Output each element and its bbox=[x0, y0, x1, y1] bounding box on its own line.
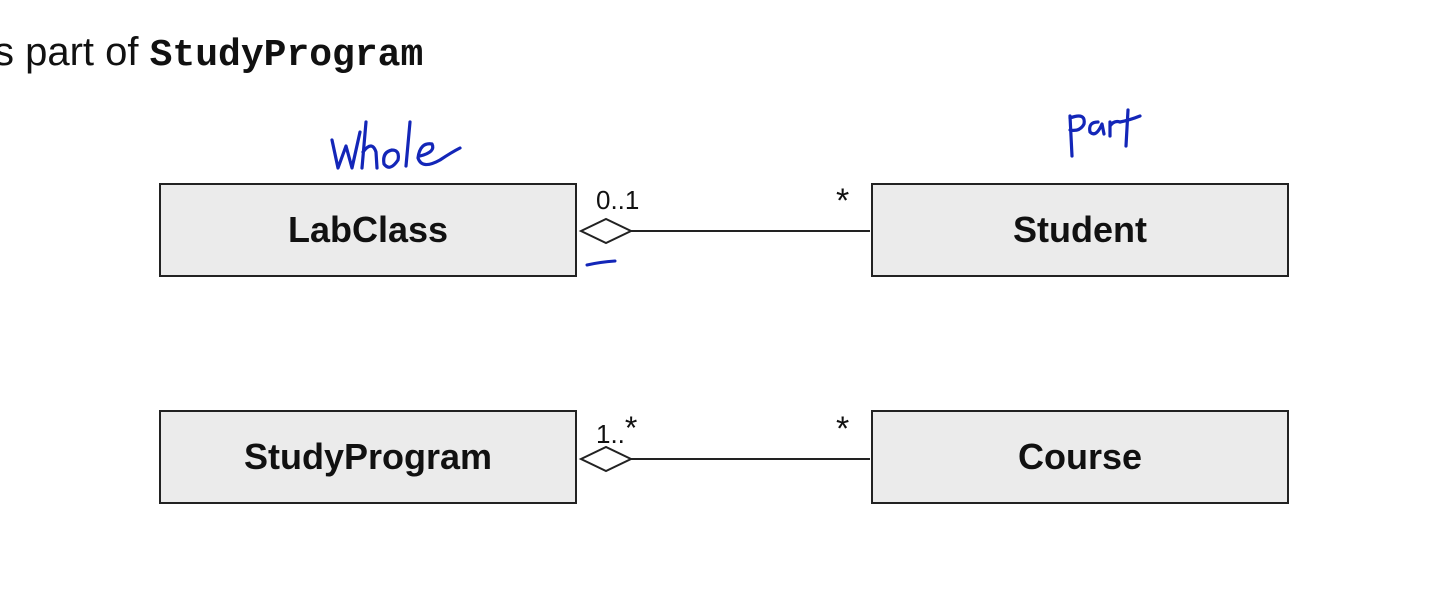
multiplicity-course-end: * bbox=[836, 410, 850, 448]
class-name-studyprogram: StudyProgram bbox=[243, 436, 493, 477]
multiplicity-studyprogram-star: * bbox=[624, 410, 638, 446]
aggregation-diamond-labclass bbox=[578, 217, 634, 245]
caption-code: StudyProgram bbox=[149, 34, 424, 77]
multiplicity-studyprogram-end: 1..* bbox=[596, 410, 637, 451]
handwritten-underline-mark bbox=[585, 259, 617, 267]
class-box-course[interactable]: Course bbox=[871, 410, 1289, 504]
multiplicity-labclass-end: 0..1 bbox=[596, 185, 640, 215]
handwritten-part-annotation bbox=[1068, 108, 1142, 158]
class-box-student[interactable]: Student bbox=[871, 183, 1289, 277]
handwritten-whole-annotation bbox=[330, 120, 462, 170]
class-name-labclass: LabClass bbox=[287, 209, 449, 250]
class-box-studyprogram[interactable]: StudyProgram bbox=[159, 410, 577, 504]
class-name-course: Course bbox=[1017, 436, 1143, 477]
multiplicity-student-end: * bbox=[836, 182, 850, 220]
class-name-student: Student bbox=[1013, 209, 1147, 250]
class-box-labclass[interactable]: LabClass bbox=[159, 183, 577, 277]
caption-prefix: s part of bbox=[0, 30, 150, 74]
slide-caption: s part of StudyProgram bbox=[0, 22, 423, 86]
aggregation-diamond-studyprogram bbox=[578, 445, 634, 473]
multiplicity-studyprogram-prefix: 1.. bbox=[596, 419, 625, 449]
